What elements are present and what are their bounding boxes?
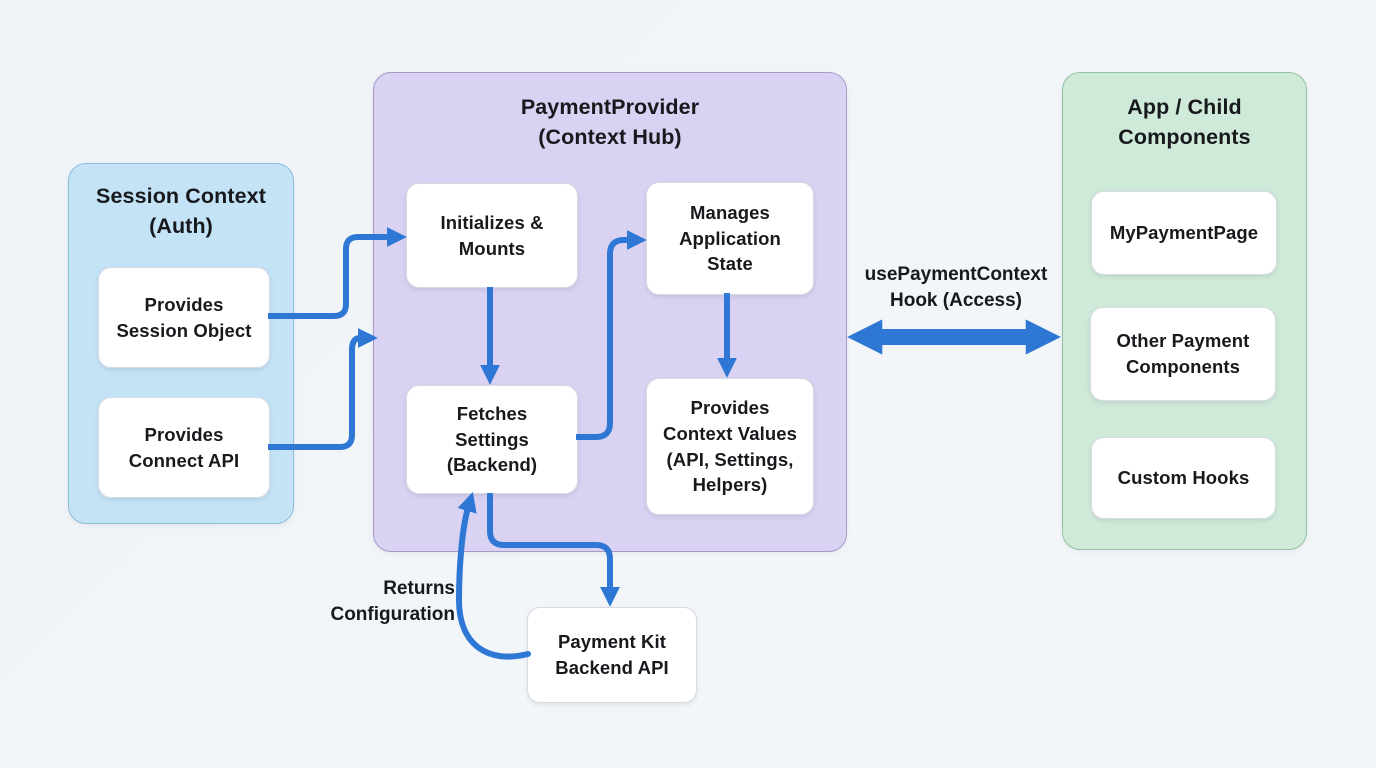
- box-provides-context-values: Provides Context Values (API, Settings, …: [646, 378, 814, 515]
- session-context-title: Session Context (Auth): [96, 184, 266, 238]
- box-other-payment-components: Other Payment Components: [1090, 307, 1276, 401]
- box-provides-connect-api: Provides Connect API: [98, 397, 270, 498]
- box-provides-connect-api-label: Provides Connect API: [128, 423, 240, 471]
- box-initializes-mounts: Initializes & Mounts: [406, 183, 578, 288]
- payment-provider-title: PaymentProvider (Context Hub): [520, 95, 700, 149]
- box-payment-kit-backend-api-label: Payment Kit Backend API: [555, 631, 669, 678]
- use-payment-context-hook-label: usePaymentContext Hook (Access): [864, 264, 1048, 311]
- returns-configuration-label: Returns Configuration: [330, 578, 455, 625]
- box-manages-application-state: Manages Application State: [646, 182, 814, 295]
- box-mypaymentpage: MyPaymentPage: [1091, 191, 1277, 275]
- box-payment-kit-backend-api: Payment Kit Backend API: [527, 607, 697, 703]
- box-other-payment-components-label: Other Payment Components: [1116, 330, 1250, 377]
- box-provides-session-object-label: Provides Session Object: [116, 293, 252, 341]
- box-provides-session-object: Provides Session Object: [98, 267, 270, 368]
- box-fetches-settings: Fetches Settings (Backend): [406, 385, 578, 494]
- app-components-title: App / Child Components: [1118, 95, 1251, 149]
- box-custom-hooks: Custom Hooks: [1091, 437, 1276, 519]
- box-initializes-mounts-label: Initializes & Mounts: [440, 211, 544, 259]
- box-fetches-settings-label: Fetches Settings (Backend): [446, 403, 538, 476]
- box-manages-application-state-label: Manages Application State: [679, 202, 781, 275]
- box-mypaymentpage-label: MyPaymentPage: [1109, 222, 1259, 244]
- box-custom-hooks-label: Custom Hooks: [1117, 467, 1250, 489]
- box-provides-context-values-label: Provides Context Values (API, Settings, …: [662, 397, 798, 496]
